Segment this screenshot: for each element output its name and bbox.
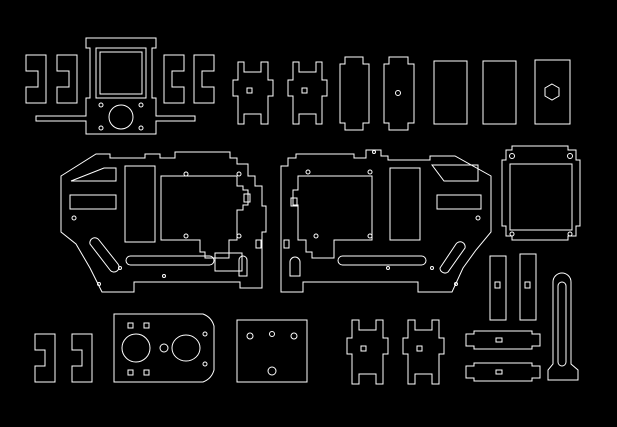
slotted-bar-1 — [465, 330, 541, 350]
spacer-block-2 — [287, 61, 328, 125]
slotted-bar-2 — [465, 362, 541, 382]
tail-strut — [547, 272, 579, 381]
spacer-block-7 — [346, 319, 389, 385]
frame-side-left — [60, 151, 267, 293]
tray-tab-right-outer — [193, 54, 215, 104]
small-tab-2 — [71, 333, 93, 383]
tray-tab-left-outer — [25, 54, 47, 104]
tray-tab-left-inner — [56, 54, 78, 104]
spacer-block-3 — [339, 56, 370, 131]
gear-plate — [236, 319, 308, 383]
spacer-block-8 — [402, 319, 445, 385]
battery-tray — [35, 37, 196, 135]
small-tab-1 — [34, 333, 56, 383]
frame-side-right — [280, 149, 492, 293]
spacer-block-1 — [232, 61, 274, 125]
vertical-bracket-1 — [489, 255, 507, 321]
hex-nut-block — [534, 59, 571, 125]
spacer-block-6 — [482, 60, 517, 125]
spacer-block-5 — [433, 60, 468, 125]
vertical-bracket-2 — [519, 253, 537, 321]
servo-mount-plate — [501, 145, 581, 241]
motor-mount-plate — [113, 313, 215, 383]
spacer-block-4 — [383, 56, 415, 131]
tray-tab-right-inner — [163, 54, 185, 104]
